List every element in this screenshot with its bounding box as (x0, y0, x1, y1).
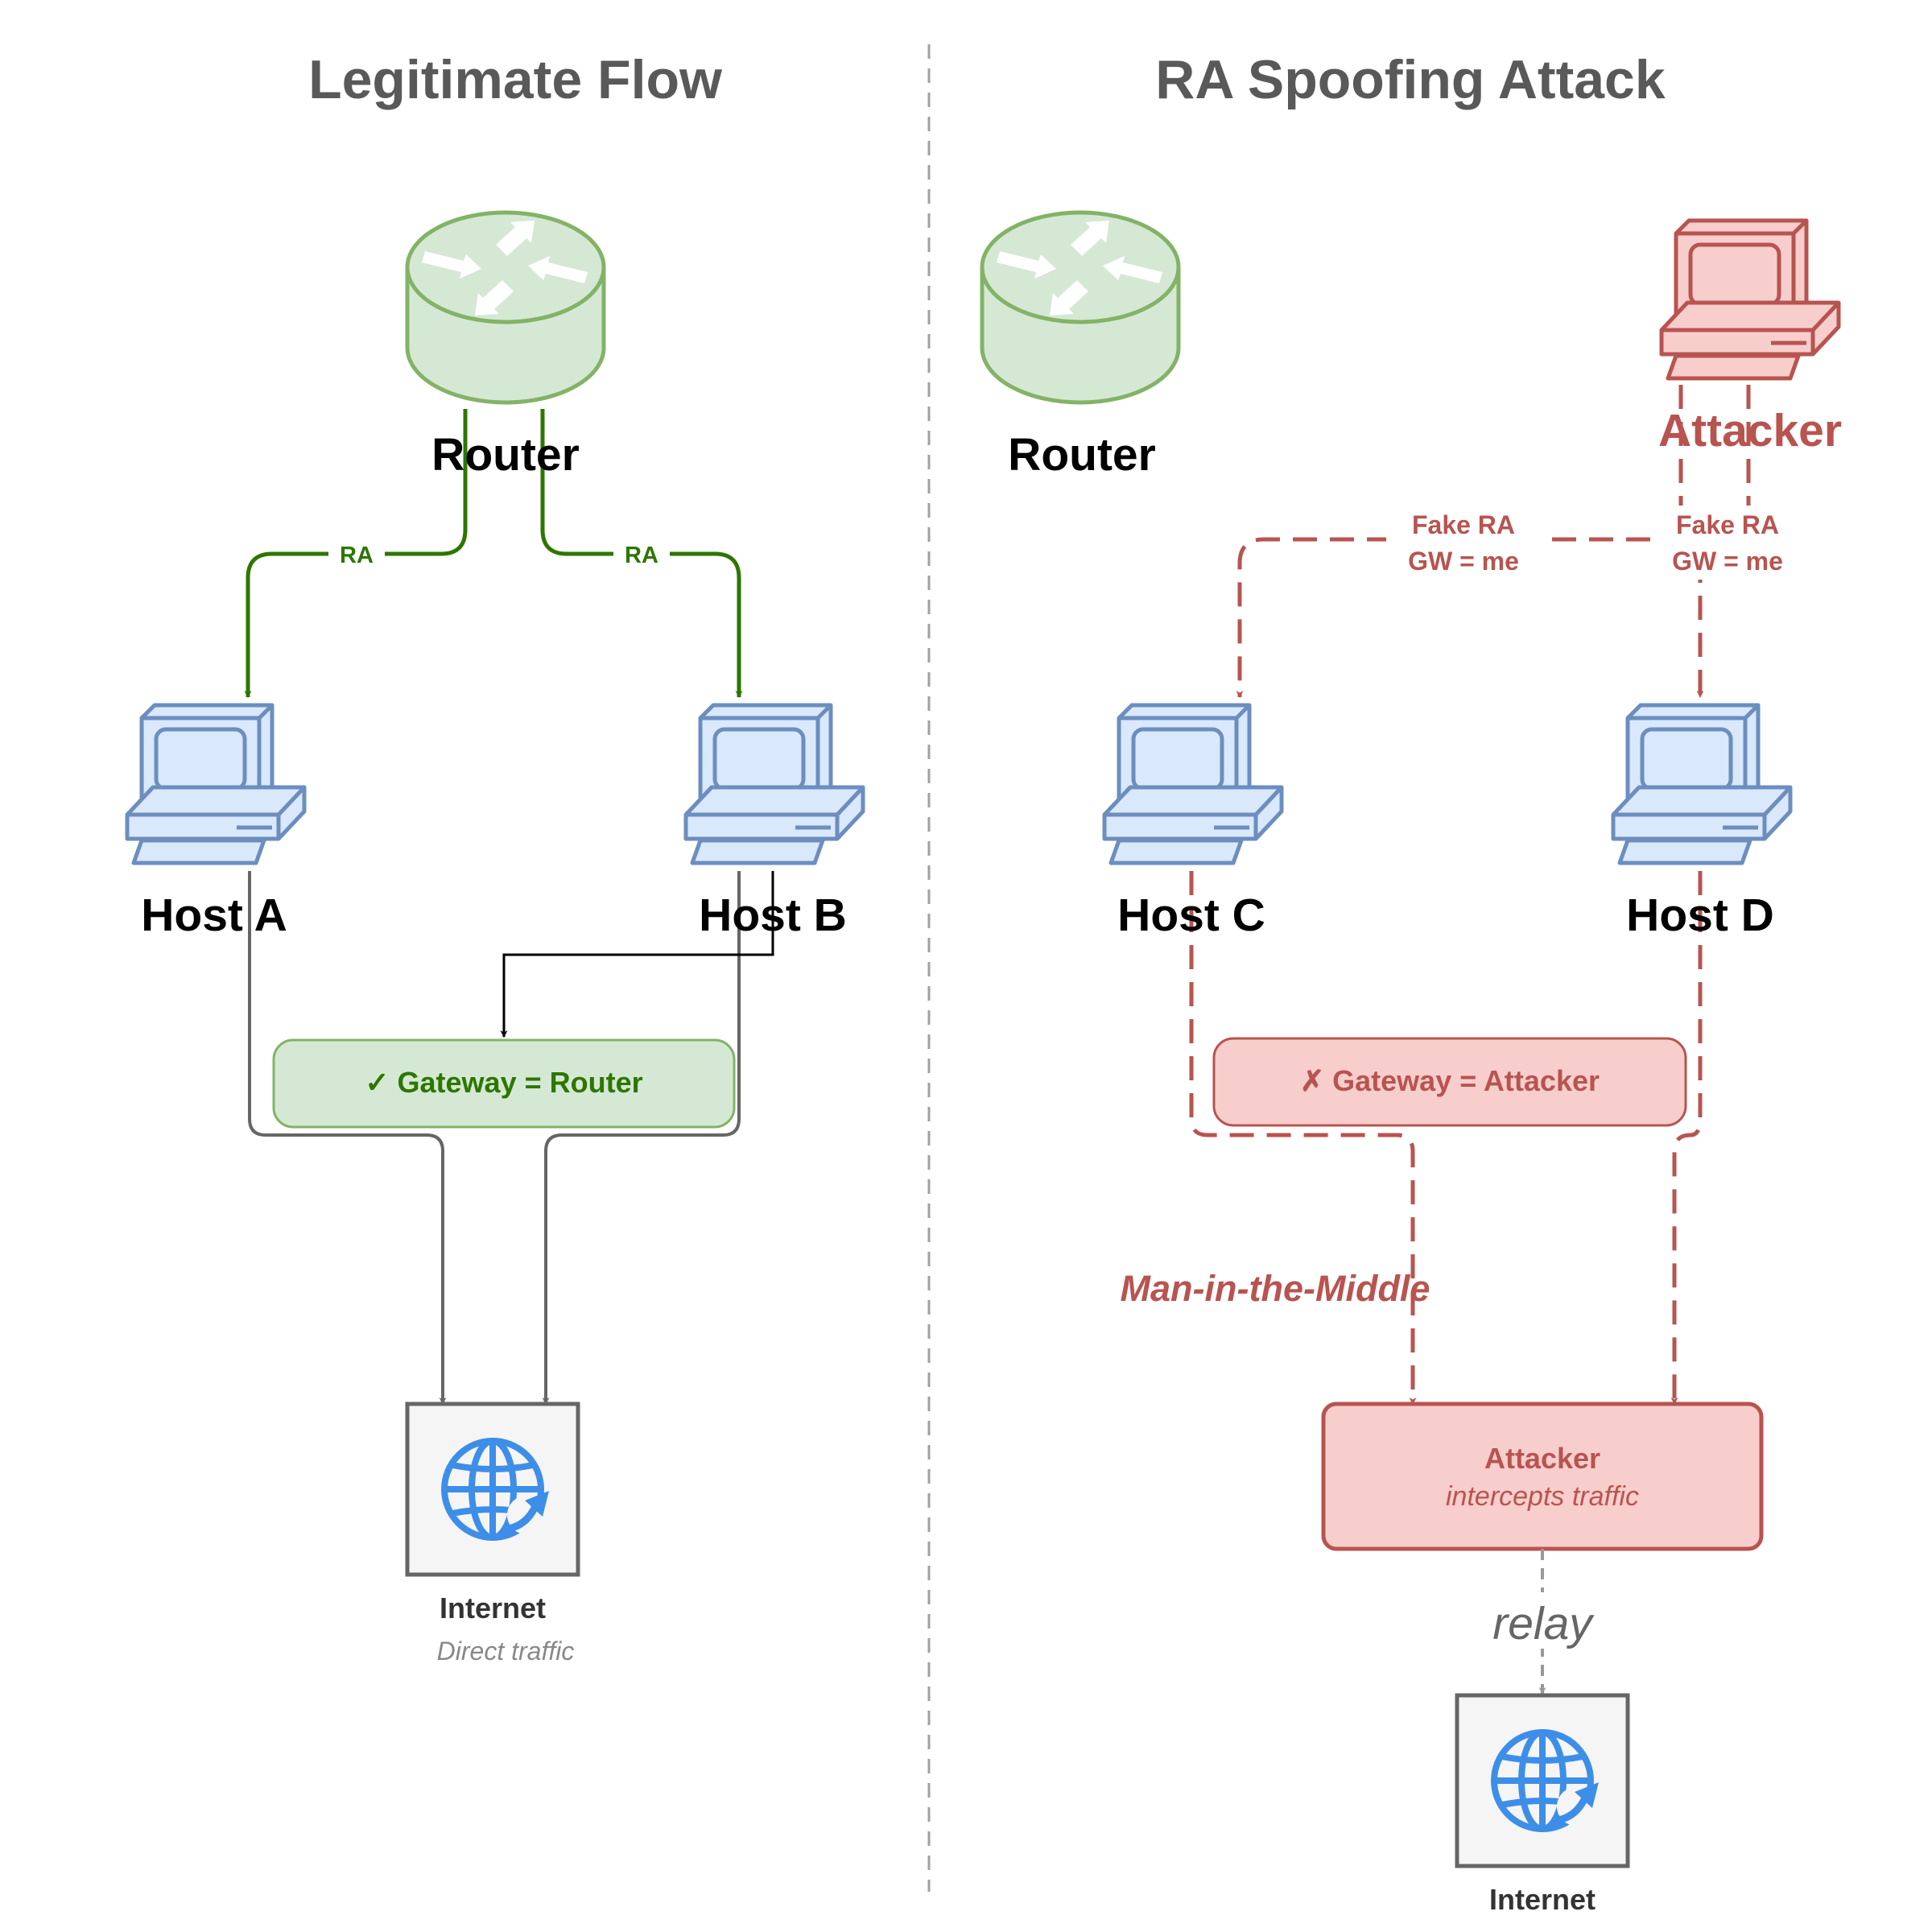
internet-right-label: Internet (1489, 1883, 1596, 1916)
internet-right-globe-icon (1457, 1695, 1628, 1866)
host-c-pc-icon (1104, 705, 1282, 863)
title-legitimate-flow: Legitimate Flow (308, 49, 723, 110)
host-b-label: Host B (699, 890, 847, 941)
edge-host-b-to-gateway (500, 871, 774, 1038)
router-left-label: Router (431, 429, 580, 481)
attacker-intercept-subtitle: intercepts traffic (1446, 1481, 1639, 1512)
attacker-intercept-box (1321, 1402, 1764, 1551)
host-d-pc-icon (1613, 705, 1790, 863)
gateway-attacker-box (1212, 1037, 1687, 1127)
host-a-pc-icon (127, 705, 304, 863)
host-c-label: Host C (1117, 890, 1265, 941)
edge-host-a-to-internet (248, 871, 447, 1405)
attacker-pc-icon (1659, 218, 1841, 381)
edge-label-fake-ra-d-line2: GW = me (1672, 547, 1783, 576)
title-ra-spoofing-attack: RA Spoofing Attack (1155, 49, 1666, 110)
router-right-label: Router (1008, 429, 1156, 481)
edge-label-fake-ra-c-line2: GW = me (1408, 547, 1519, 576)
edge-label-fake-ra-c-line1: Fake RA (1412, 510, 1515, 539)
edge-host-c-to-attacker (1189, 871, 1417, 1405)
internet-left-globe-icon (407, 1404, 578, 1575)
host-d-label: Host D (1626, 890, 1774, 941)
edge-fake-ra-attacker-to-host-d (1696, 385, 1751, 698)
attacker-pc-label: Attacker (1658, 405, 1842, 456)
gateway-attacker-label: ✗ Gateway = Attacker (1300, 1064, 1600, 1097)
edge-label-fake-ra-d-line1: Fake RA (1676, 510, 1779, 539)
edge-label-ra-b: RA (625, 543, 658, 568)
edge-fake-ra-attacker-to-host-c (1236, 385, 1683, 698)
edge-label-ra-a: RA (340, 543, 374, 568)
edge-host-b-to-internet (542, 871, 741, 1405)
mitm-label: Man-in-the-Middle (1121, 1268, 1430, 1309)
internet-left-sublabel: Direct traffic (437, 1637, 575, 1666)
gateway-router-label: ✓ Gateway = Router (365, 1066, 642, 1099)
router-right (982, 213, 1179, 402)
attacker-intercept-title: Attacker (1484, 1442, 1600, 1475)
edge-host-d-to-attacker (1670, 871, 1703, 1405)
host-b-pc-icon (686, 705, 863, 863)
gateway-router-box (272, 1038, 736, 1129)
internet-left-label: Internet (440, 1591, 546, 1624)
edge-label-relay: relay (1492, 1598, 1595, 1649)
router-left (407, 213, 604, 402)
host-a-label: Host A (141, 890, 287, 941)
